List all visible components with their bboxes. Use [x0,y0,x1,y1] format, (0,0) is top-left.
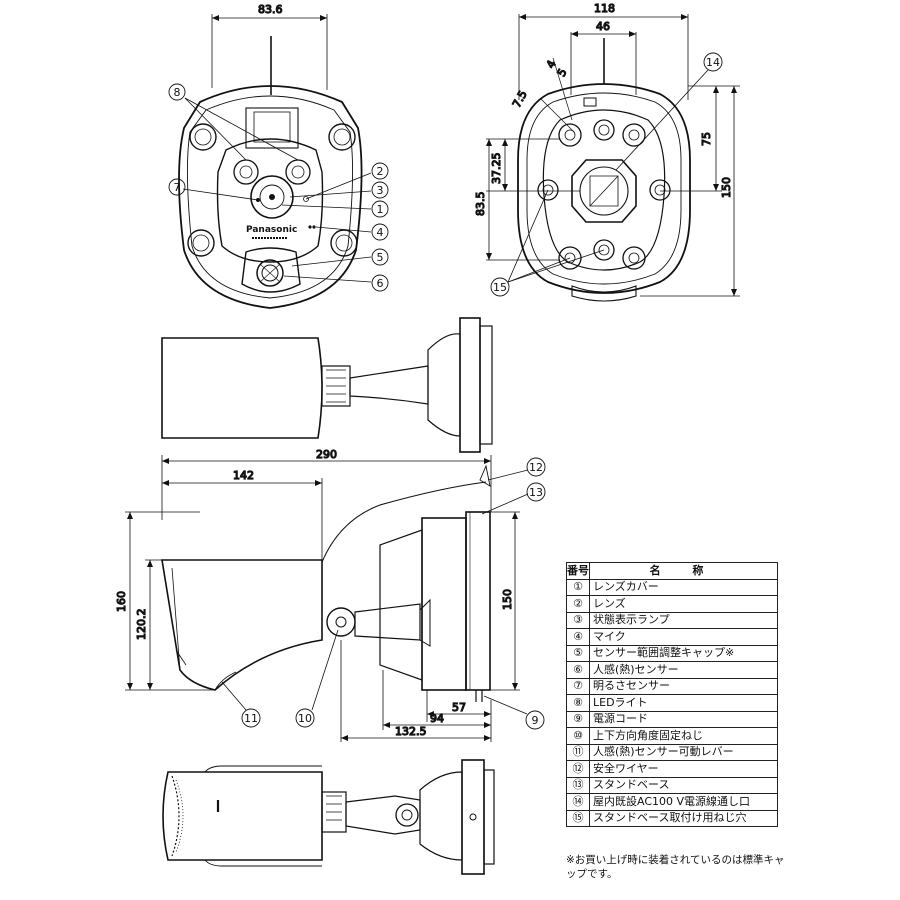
callout-11: 11 [244,712,258,725]
table-header-row: 番号 名 称 [566,562,778,580]
callout-14: 14 [706,56,720,69]
row-name: レンズ [589,595,778,613]
dim-front-width: 83.6 [258,3,283,16]
row-name: スタンドベース [589,776,778,794]
callout-1: 1 [377,203,384,216]
row-number: ⑥ [566,661,590,679]
callout-5: 5 [377,251,384,264]
dim-side-150: 150 [501,589,514,610]
row-number: ⑧ [566,694,590,712]
callout-9: 9 [532,714,539,727]
row-number: ⑮ [566,809,590,827]
dim-back-width: 118 [594,2,615,15]
row-name: 安全ワイヤー [589,760,778,778]
table-header-name: 名 称 [589,562,778,580]
dim-side-142: 142 [233,469,254,482]
row-number: ④ [566,628,590,646]
callout-15: 15 [493,281,507,294]
side-view: 290 142 160 120.2 [114,447,546,742]
dim-back-5: 5 [555,67,570,79]
callout-2: 2 [377,165,384,178]
callout-7: 7 [174,181,181,194]
back-view: 118 46 7.5 4 5 [473,1,740,302]
footnote: ※お買い上げ時に装着されているのは標準キャップです。 [566,854,785,880]
row-number: ⑬ [566,776,590,794]
callout-13: 13 [529,486,543,499]
dim-back-7-5: 7.5 [510,88,530,110]
row-name: 状態表示ランプ [589,611,778,629]
row-number: ⑫ [566,760,590,778]
row-name: センサー範囲調整キャップ※ [589,644,778,662]
dim-back-83-5: 83.5 [474,192,487,217]
callout-12: 12 [529,461,543,474]
row-name: 明るさセンサー [589,677,778,695]
front-view: 83.6 Panasonic [168,2,389,309]
row-name: マイク [589,628,778,646]
dim-side-57: 57 [452,701,466,714]
row-number: ③ [566,611,590,629]
dim-back-75: 75 [700,132,713,146]
top-view [161,317,493,453]
dim-side-132-5: 132.5 [395,725,427,738]
dim-side-290: 290 [316,448,337,461]
callout-6: 6 [377,277,384,290]
row-number: ⑪ [566,743,590,761]
row-name: 人感(熱)センサー [589,661,778,679]
row-number: ⑩ [566,727,590,745]
dim-side-120-2: 120.2 [135,609,148,641]
dim-back-inner-width: 46 [596,20,610,33]
row-name: LEDライト [589,694,778,712]
row-number: ⑤ [566,644,590,662]
row-name: レンズカバー [589,578,778,596]
dim-back-150: 150 [720,177,733,198]
row-name: 電源コード [589,710,778,728]
table-header-no: 番号 [566,562,590,580]
bottom-view [162,759,495,875]
callout-10: 10 [298,712,312,725]
dim-side-160: 160 [115,591,128,612]
dim-side-94: 94 [430,712,444,725]
dim-back-37-25: 37.25 [490,153,503,185]
row-number: ⑭ [566,793,590,811]
row-number: ② [566,595,590,613]
row-name: 上下方向角度固定ねじ [589,727,778,745]
row-name: 屋内既設AC100 V電源線通し口 [589,793,778,811]
row-number: ① [566,578,590,596]
row-name: スタンドベース取付け用ねじ穴 [589,809,778,827]
row-name: 人感(熱)センサー可動レバー [589,743,778,761]
callout-8: 8 [174,86,181,99]
callout-3: 3 [377,184,384,197]
row-number: ⑦ [566,677,590,695]
row-number: ⑨ [566,710,590,728]
callout-4: 4 [377,226,384,239]
brand-label: Panasonic [246,225,297,235]
